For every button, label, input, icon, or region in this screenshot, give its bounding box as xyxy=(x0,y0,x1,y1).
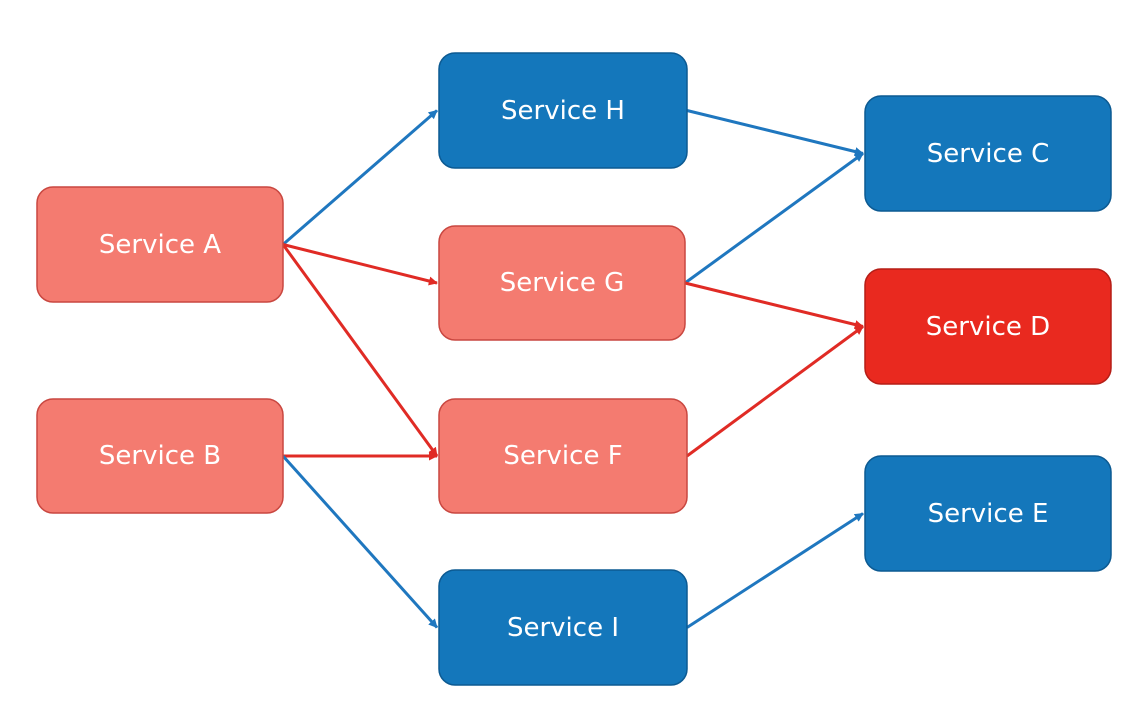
edge-h-to-c xyxy=(686,109,864,156)
node-box xyxy=(864,268,1112,385)
node-service-e: Service E xyxy=(864,455,1112,572)
node-label: Service I xyxy=(507,613,619,643)
edge-a-to-g xyxy=(282,243,438,286)
node-service-i: Service I xyxy=(438,569,688,686)
node-box xyxy=(438,569,688,686)
node-label: Service E xyxy=(928,499,1049,529)
node-box xyxy=(36,186,284,303)
edge-b-to-i xyxy=(281,454,439,629)
node-service-a: Service A xyxy=(36,186,284,303)
node-service-g: Service G xyxy=(438,225,686,341)
node-label: Service C xyxy=(927,139,1050,169)
node-box xyxy=(438,52,688,169)
edge-i-to-e xyxy=(686,512,864,629)
nodes: Service A Service B Service H Service G … xyxy=(36,52,1112,686)
edge-a-to-h xyxy=(282,109,438,246)
node-label: Service B xyxy=(99,441,221,471)
node-service-d: Service D xyxy=(864,268,1112,385)
node-box xyxy=(438,398,688,514)
node-label: Service H xyxy=(501,96,625,126)
node-box xyxy=(864,455,1112,572)
node-label: Service F xyxy=(503,441,622,471)
node-box xyxy=(864,95,1112,212)
edge-f-to-d xyxy=(686,325,864,458)
edges xyxy=(281,109,864,629)
node-box xyxy=(438,225,686,341)
node-service-b: Service B xyxy=(36,398,284,514)
node-label: Service G xyxy=(500,268,625,298)
edge-g-to-d xyxy=(684,281,864,329)
node-service-c: Service C xyxy=(864,95,1112,212)
node-label: Service A xyxy=(99,230,221,260)
node-service-h: Service H xyxy=(438,52,688,169)
node-box xyxy=(36,398,284,514)
node-label: Service D xyxy=(926,312,1050,342)
edge-g-to-c xyxy=(684,152,864,285)
edge-a-to-f xyxy=(281,243,439,457)
node-service-f: Service F xyxy=(438,398,688,514)
